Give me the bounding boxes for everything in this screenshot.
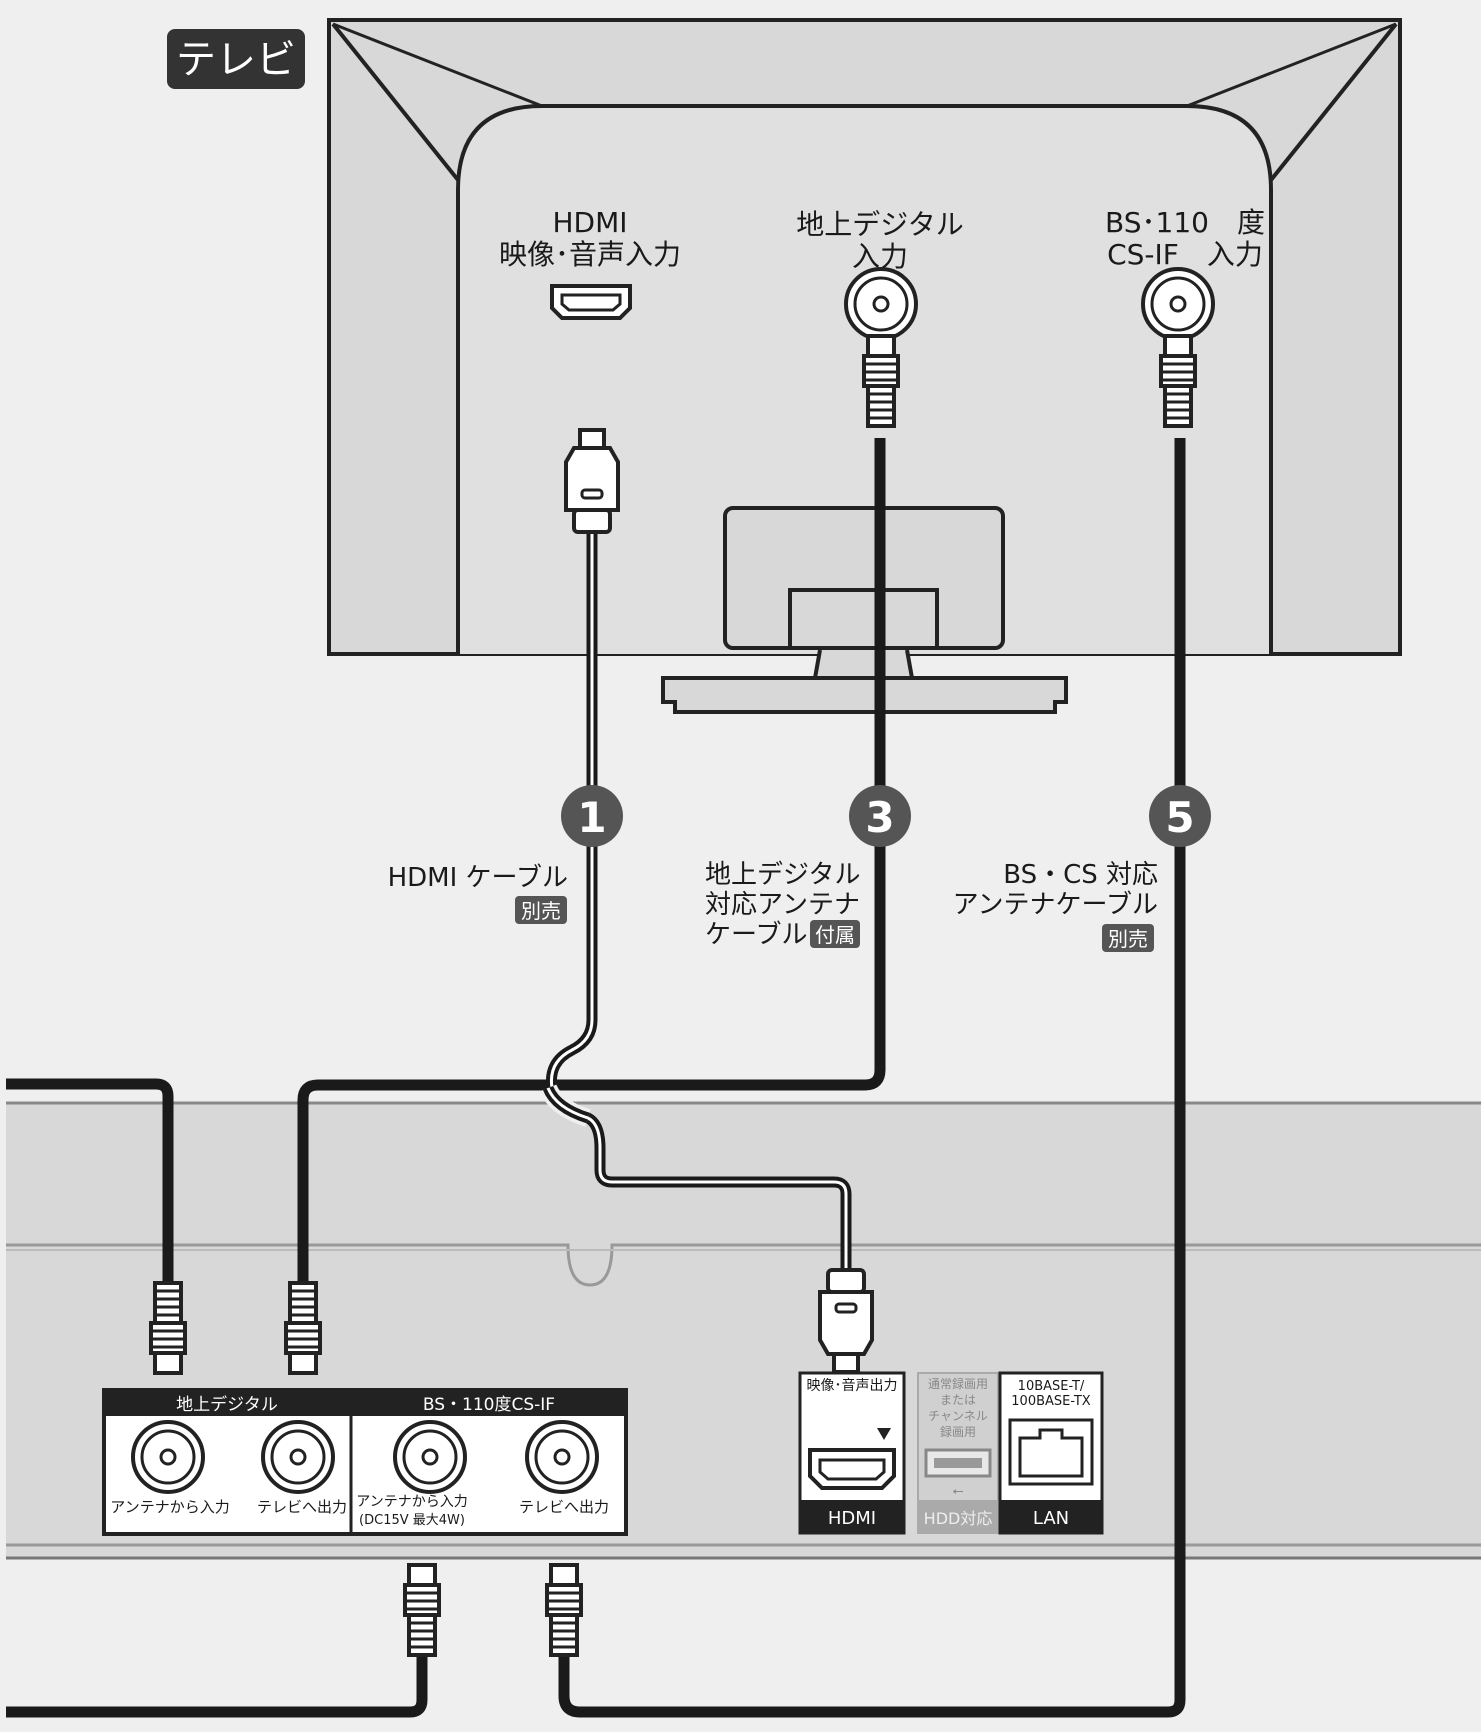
terr-cable-label-2: 対応アンテナ: [705, 890, 860, 920]
lan-panel: 10BASE-T/ 100BASE-TX LAN: [998, 1371, 1104, 1535]
tv-bs-label-1: BS･110 度: [1105, 206, 1265, 239]
hdmi-panel: 映像･音声出力 HDMI: [798, 1371, 906, 1535]
step-1-number: 1: [577, 793, 606, 842]
lan-spec-1: 10BASE-T/: [1018, 1379, 1085, 1394]
bs-plug-tv: [1159, 334, 1197, 428]
av-out-label: 映像･音声出力: [807, 1377, 898, 1394]
bs-in-plug: [403, 1563, 441, 1657]
cable-terrestrial: [297, 438, 886, 1283]
bs-cable-label-1: BS・CS 対応: [1003, 860, 1158, 890]
lan-port-label: LAN: [1033, 1508, 1069, 1529]
usb-label-2: または: [940, 1393, 976, 1407]
recorder-bs-in-jack: [393, 1420, 467, 1494]
step-3-number: 3: [865, 793, 894, 842]
tv-hdmi-port: [550, 284, 632, 320]
tv-terrestrial-jack: [844, 267, 918, 341]
terr-cable-label-3: ケーブル: [705, 920, 807, 950]
recorder-antenna-in-jack: [131, 1420, 205, 1494]
tv-out-label: テレビへ出力: [257, 1498, 347, 1516]
bs-power-label: (DC15V 最大4W): [359, 1513, 465, 1528]
hdd-label: HDD対応: [924, 1509, 993, 1528]
hdmi-port-label: HDMI: [828, 1508, 876, 1529]
antenna-in-label: アンテナから入力: [110, 1498, 229, 1516]
recorder-bs-out-jack: [525, 1420, 599, 1494]
cable-bs-in: [6, 1650, 428, 1718]
bs-header: BS・110度CS-IF: [423, 1395, 555, 1415]
tv-hdmi-label-1: HDMI: [552, 206, 627, 239]
tv-hdmi-label-2: 映像･音声入力: [499, 238, 681, 271]
antenna-in-plug: [149, 1281, 187, 1375]
bs-antenna-in-label: アンテナから入力: [356, 1494, 467, 1510]
tv-bs-jack: [1141, 267, 1215, 341]
tv-badge-label: テレビ: [176, 37, 296, 83]
cable-antenna-in: [6, 1078, 174, 1283]
bs-out-plug: [545, 1563, 583, 1657]
step-5-marker: 5: [1149, 785, 1211, 847]
tv-terr-label-1: 地上デジタル: [796, 208, 963, 241]
bs-tv-out-label: テレビへ出力: [519, 1498, 609, 1516]
cable-bs: [558, 438, 1186, 1718]
terr-cable-tag: 付属: [815, 923, 855, 947]
hdmi-cable-tag: 別売: [521, 899, 561, 923]
terrestrial-plug-tv: [862, 334, 900, 428]
step-3-marker: 3: [849, 785, 911, 847]
hdmi-cable-label: HDMI ケーブル: [388, 863, 568, 893]
bs-cable-tag: 別売: [1108, 927, 1148, 951]
usb-icon: ⭠: [952, 1483, 963, 1499]
tv-badge: テレビ: [167, 29, 305, 89]
recorder-tv-out-jack: [261, 1420, 335, 1494]
step-1-marker: 1: [561, 785, 623, 847]
usb-label-4: 録画用: [940, 1424, 976, 1439]
usb-label-3: チャンネル: [928, 1409, 988, 1423]
step-5-number: 5: [1165, 793, 1194, 842]
bs-cable-label-2: アンテナケーブル: [953, 890, 1158, 920]
tv-bs-label-2: CS-IF 入力: [1107, 238, 1263, 271]
usb-panel: 通常録画用 または チャンネル 録画用 ⭠ HDD対応: [917, 1372, 999, 1534]
antenna-panel: 地上デジタル BS・110度CS-IF アンテナから入力 テレビへ出力 アンテナ…: [102, 1388, 628, 1536]
terr-cable-label-1: 地上デジタル: [705, 860, 860, 890]
usb-label-1: 通常録画用: [928, 1376, 988, 1391]
lan-spec-2: 100BASE-TX: [1011, 1394, 1091, 1409]
terrestrial-plug-recorder: [284, 1281, 322, 1375]
terr-header: 地上デジタル: [176, 1394, 278, 1415]
